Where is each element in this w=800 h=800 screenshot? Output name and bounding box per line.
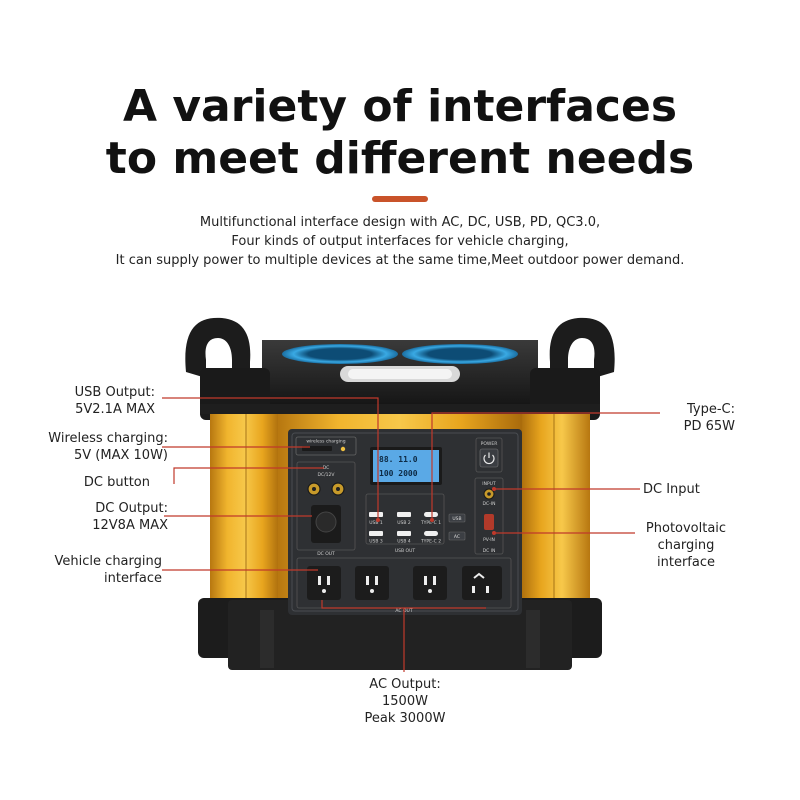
subtitle-line-1: Multifunctional interface design with AC…: [199, 215, 601, 230]
callout-dc-input: DC Input: [643, 482, 700, 497]
callout-type-c: Type-C: PD 65W: [683, 402, 735, 434]
callout-usb-output: USB Output: 5V2.1A MAX: [74, 385, 155, 417]
usb3-label: USB 3: [369, 539, 383, 545]
typec-port-1[interactable]: [424, 512, 438, 517]
accent-bar: [372, 196, 428, 202]
headline-line-1: A variety of interfaces: [122, 81, 678, 132]
usb-btn-label: USB: [452, 516, 461, 522]
power-label: POWER: [481, 441, 498, 447]
left-cup-holder: [282, 344, 398, 364]
callout-vehicle-charging: Vehicle charging interface: [54, 554, 162, 586]
callout-dc-output: DC Output: 12V8A MAX: [92, 501, 168, 533]
control-panel: wireless charging DC DC/12V DC OUT 88. 1…: [288, 429, 522, 615]
ac-toggle-button[interactable]: [448, 531, 466, 541]
typec-port-2[interactable]: [424, 531, 438, 536]
ac-btn-label: AC: [454, 534, 460, 540]
usb4-label: USB 4: [397, 539, 411, 545]
ac-outlet-3[interactable]: [413, 566, 447, 600]
wireless-indicator: [340, 446, 346, 452]
pv-in-label: PV-IN: [483, 537, 495, 543]
callout-wireless-charging: Wireless charging: 5V (MAX 10W): [48, 431, 168, 463]
callout-dots: [376, 487, 496, 535]
panel-wireless-label: wireless charging: [306, 439, 345, 445]
callout-lines: [162, 397, 660, 672]
panel-dc-label: DC: [323, 465, 330, 471]
usb1-label: USB 1: [369, 520, 383, 526]
right-cup-holder: [402, 344, 518, 364]
lcd-top-readout: 88. 11.0: [379, 455, 418, 464]
typec1-label: TYPE-C 1: [420, 520, 441, 526]
panel-dc-out-label: DC OUT: [317, 551, 335, 557]
subtitle-line-2: Four kinds of output interfaces for vehi…: [231, 234, 569, 249]
dc-in-top-label: DC-IN: [483, 501, 496, 507]
pv-input-port[interactable]: [484, 514, 494, 530]
usb-port-3[interactable]: [369, 531, 383, 536]
lcd-bottom-readout: 100 2000: [379, 469, 418, 478]
typec2-label: TYPE-C 2: [420, 539, 441, 545]
usb-toggle-button[interactable]: [448, 513, 466, 523]
callout-ac-output: AC Output: 1500W Peak 3000W: [364, 677, 446, 726]
lcd-screen: [373, 450, 439, 482]
usb2-label: USB 2: [397, 520, 411, 526]
ac-outlet-2[interactable]: [355, 566, 389, 600]
usb-port-2[interactable]: [397, 512, 411, 517]
usb-port-1[interactable]: [369, 512, 383, 517]
ac-outlet-4[interactable]: [462, 566, 502, 600]
power-icon: [483, 452, 495, 465]
usb-port-4[interactable]: [397, 531, 411, 536]
headline-line-2: to meet different needs: [105, 133, 695, 184]
subtitle-line-3: It can supply power to multiple devices …: [115, 253, 685, 268]
ac-outlet-1[interactable]: [307, 566, 341, 600]
input-label: INPUT: [482, 481, 496, 487]
dc-in-bottom-label: DC IN: [483, 548, 496, 554]
panel-usb-out-label: USB OUT: [395, 548, 416, 554]
callout-photovoltaic: Photovoltaic charging interface: [645, 521, 727, 570]
panel-dc12v-label: DC/12V: [318, 472, 336, 478]
callout-dc-button: DC button: [83, 475, 150, 490]
